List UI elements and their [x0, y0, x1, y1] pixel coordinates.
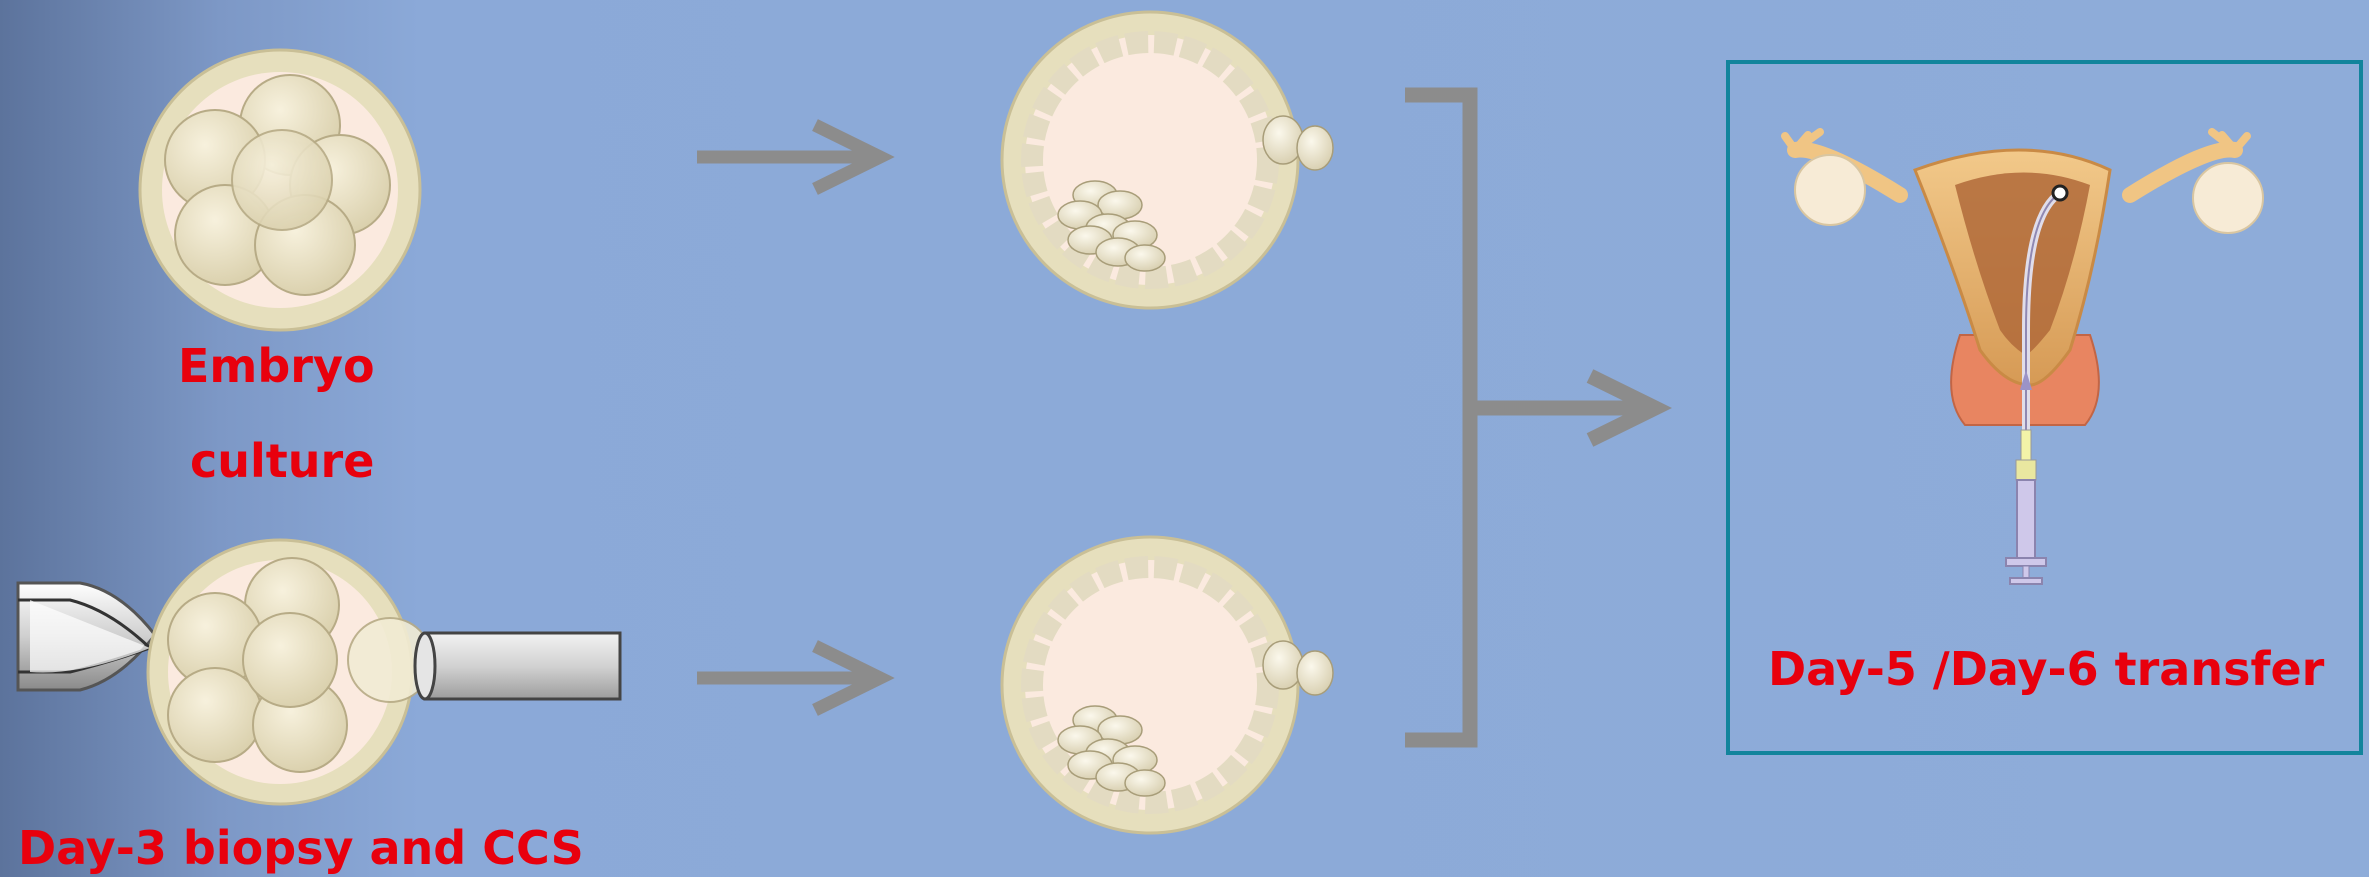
biopsy-needle-icon: [415, 633, 620, 699]
bracket-merge-arrow: [1405, 95, 1655, 740]
biopsy-embryo-icon: [148, 540, 432, 804]
biopsy-label: Day-3 biopsy and CCS: [18, 825, 584, 871]
blastocyst-icon: [1002, 537, 1333, 833]
blastocyst-icon: [1002, 12, 1333, 308]
arrow-top: [697, 125, 880, 189]
arrow-bottom: [697, 646, 880, 710]
eight-cell-embryo-icon: [140, 50, 420, 330]
transfer-label: Day-5 /Day-6 transfer: [1768, 646, 2324, 692]
holding-pipette-icon: [18, 583, 155, 690]
embryo-culture-label-line1: Embryo: [178, 343, 375, 389]
embryo-culture-label-line2: culture: [190, 438, 374, 484]
